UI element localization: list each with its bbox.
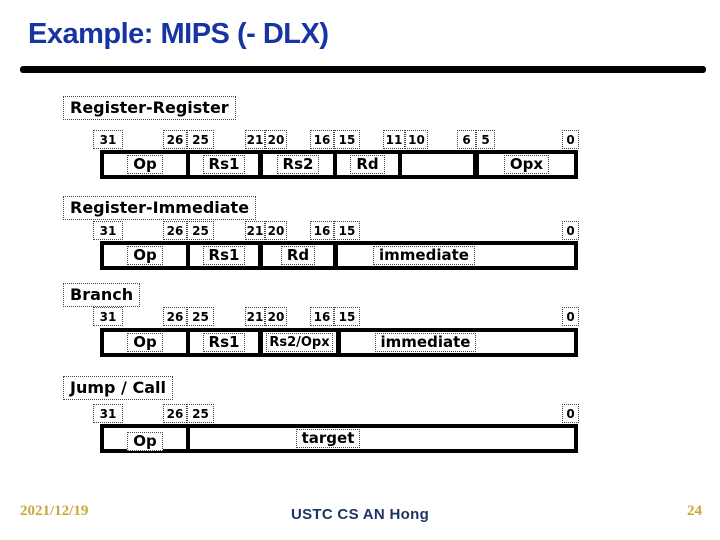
format-title-register-register: Register-Register xyxy=(63,96,236,120)
field-rs1: Rs1 xyxy=(190,154,258,175)
field-op: Op xyxy=(104,245,186,266)
bit-index-11: 11 xyxy=(383,130,405,149)
bit-index-20: 20 xyxy=(265,130,287,149)
bit-index-15: 15 xyxy=(334,221,360,240)
bit-index-16: 16 xyxy=(310,130,334,149)
bit-index-21: 21 xyxy=(245,130,265,149)
field-rs2: Rs2 xyxy=(263,154,333,175)
instruction-word-register-immediate: Op Rs1 Rd immediate xyxy=(100,241,578,270)
field-unused xyxy=(402,154,473,175)
bit-index-15: 15 xyxy=(334,130,360,149)
field-op: Op xyxy=(104,332,186,353)
instruction-word-jump-call: Op target xyxy=(100,424,578,453)
instruction-word-register-register: Op Rs1 Rs2 Rd Opx xyxy=(100,150,578,179)
field-label-immediate: immediate xyxy=(374,333,477,352)
bit-index-25: 25 xyxy=(187,221,214,240)
bit-index-26: 26 xyxy=(163,404,187,423)
bit-index-15: 15 xyxy=(334,307,360,326)
field-label-op: Op xyxy=(127,155,163,174)
bit-index-0: 0 xyxy=(562,130,579,149)
bit-index-31: 31 xyxy=(93,307,123,326)
field-rs2-opx: Rs2/Opx xyxy=(263,332,336,353)
bit-index-0: 0 xyxy=(562,307,579,326)
field-label-rs1: Rs1 xyxy=(202,333,246,352)
bit-index-26: 26 xyxy=(163,221,187,240)
field-rs1: Rs1 xyxy=(190,245,258,266)
bit-index-21: 21 xyxy=(245,221,265,240)
bit-index-31: 31 xyxy=(93,130,123,149)
bit-index-26: 26 xyxy=(163,307,187,326)
field-label-rd: Rd xyxy=(280,246,316,265)
format-title-branch: Branch xyxy=(63,283,141,307)
format-title-register-immediate: Register-Immediate xyxy=(63,196,257,220)
footer-date: 2021/12/19 xyxy=(20,503,89,519)
field-label-rs2-opx: Rs2/Opx xyxy=(266,333,333,352)
footer-credit: USTC CS AN Hong xyxy=(290,506,430,523)
bit-index-10: 10 xyxy=(405,130,428,149)
field-rs1: Rs1 xyxy=(190,332,258,353)
bit-index-0: 0 xyxy=(562,221,579,240)
format-title-jump-call: Jump / Call xyxy=(63,376,173,400)
bit-index-16: 16 xyxy=(310,307,334,326)
bit-index-25: 25 xyxy=(187,130,214,149)
field-label-target: target xyxy=(295,429,361,448)
field-label-rd: Rd xyxy=(350,155,385,174)
field-opx: Opx xyxy=(479,154,574,175)
field-label-op: Op xyxy=(127,333,163,352)
slide-title: Example: MIPS (- DLX) xyxy=(28,18,329,50)
field-rd: Rd xyxy=(337,154,398,175)
field-label-op: Op xyxy=(127,432,163,451)
bit-index-20: 20 xyxy=(265,221,287,240)
bit-index-31: 31 xyxy=(93,404,123,423)
bit-index-21: 21 xyxy=(245,307,265,326)
footer-page-number: 24 xyxy=(687,503,702,519)
instruction-word-branch: Op Rs1 Rs2/Opx immediate xyxy=(100,328,578,357)
field-label-rs1: Rs1 xyxy=(202,246,246,265)
bit-index-16: 16 xyxy=(310,221,334,240)
bit-index-31: 31 xyxy=(93,221,123,240)
field-op: Op xyxy=(104,428,186,451)
bit-index-25: 25 xyxy=(187,404,214,423)
bit-index-6: 6 xyxy=(457,130,476,149)
field-label-rs1: Rs1 xyxy=(202,155,246,174)
bit-index-0: 0 xyxy=(562,404,579,423)
field-rd: Rd xyxy=(263,245,333,266)
field-label-op: Op xyxy=(127,246,163,265)
bit-index-26: 26 xyxy=(163,130,187,149)
title-divider xyxy=(20,66,706,73)
bit-index-5: 5 xyxy=(476,130,495,149)
field-label-rs2: Rs2 xyxy=(276,155,320,174)
field-label-immediate: immediate xyxy=(373,246,475,265)
bit-index-25: 25 xyxy=(187,307,214,326)
bit-index-20: 20 xyxy=(265,307,287,326)
field-op: Op xyxy=(104,154,186,175)
field-target: target xyxy=(190,428,574,449)
field-label-opx: Opx xyxy=(503,155,550,174)
field-immediate: immediate xyxy=(341,332,574,353)
field-immediate: immediate xyxy=(338,245,574,266)
